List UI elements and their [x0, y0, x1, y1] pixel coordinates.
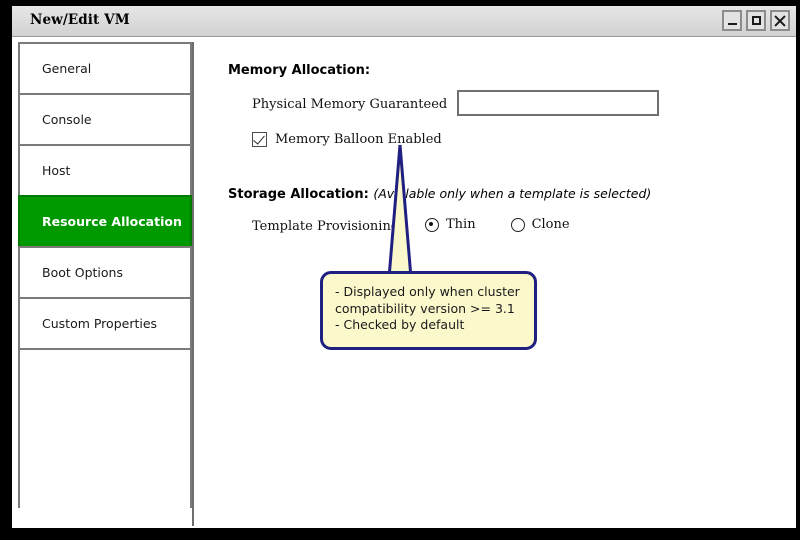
- sidebar-item-label: Custom Properties: [42, 316, 158, 331]
- minimize-icon: [724, 12, 740, 29]
- vm-dialog-window: New/Edit VM General Console: [12, 6, 800, 534]
- window-title: New/Edit VM: [30, 12, 130, 28]
- callout-text: - Displayed only when cluster compatibil…: [335, 284, 520, 332]
- sidebar-item-label: Host: [42, 163, 71, 178]
- sidebar-item-resource-allocation[interactable]: Resource Allocation: [18, 195, 192, 248]
- sidebar-nav: General Console Host Resource Allocation…: [18, 42, 194, 526]
- sidebar-item-console[interactable]: Console: [18, 93, 192, 146]
- radio-option-thin[interactable]: Thin: [425, 217, 476, 232]
- minimize-button[interactable]: [722, 10, 742, 31]
- close-button[interactable]: [770, 10, 790, 31]
- maximize-icon: [748, 12, 764, 29]
- template-provisioning-label: Template Provisioning: [252, 219, 400, 234]
- sidebar-item-label: Resource Allocation: [42, 214, 182, 229]
- maximize-button[interactable]: [746, 10, 766, 31]
- template-provisioning-radio-group: Thin Clone: [425, 217, 570, 232]
- physical-memory-guaranteed-label: Physical Memory Guaranteed: [252, 97, 448, 112]
- physical-memory-guaranteed-input[interactable]: [457, 90, 659, 116]
- clone-radio[interactable]: [510, 217, 525, 232]
- sidebar-item-label: Boot Options: [42, 265, 123, 280]
- storage-allocation-title: Storage Allocation:: [228, 187, 369, 202]
- sidebar-empty-panel: [18, 348, 192, 508]
- sidebar-item-custom-properties[interactable]: Custom Properties: [18, 297, 192, 350]
- main-pane: Memory Allocation: Physical Memory Guara…: [196, 37, 796, 528]
- memory-balloon-label: Memory Balloon Enabled: [275, 132, 442, 147]
- title-bar: New/Edit VM: [12, 6, 796, 37]
- sidebar-item-label: General: [42, 61, 92, 76]
- memory-allocation-heading: Memory Allocation:: [228, 63, 371, 78]
- storage-allocation-note: (Available only when a template is selec…: [373, 186, 652, 201]
- window-controls: [722, 10, 790, 31]
- thin-radio[interactable]: [425, 217, 439, 232]
- sidebar-item-general[interactable]: General: [18, 42, 192, 95]
- sidebar-item-label: Console: [42, 112, 92, 127]
- clone-label: Clone: [531, 217, 570, 232]
- thin-label: Thin: [446, 217, 476, 232]
- memory-balloon-row[interactable]: Memory Balloon Enabled: [252, 132, 442, 147]
- radio-option-clone[interactable]: Clone: [510, 217, 570, 232]
- storage-allocation-heading: Storage Allocation: (Available only when…: [228, 186, 651, 202]
- callout-box: - Displayed only when cluster compatibil…: [320, 271, 537, 350]
- close-icon: [772, 12, 788, 29]
- sidebar-item-boot-options[interactable]: Boot Options: [18, 246, 192, 299]
- dialog-body: General Console Host Resource Allocation…: [12, 37, 796, 528]
- sidebar-item-host[interactable]: Host: [18, 144, 192, 197]
- memory-balloon-checkbox[interactable]: [252, 132, 267, 147]
